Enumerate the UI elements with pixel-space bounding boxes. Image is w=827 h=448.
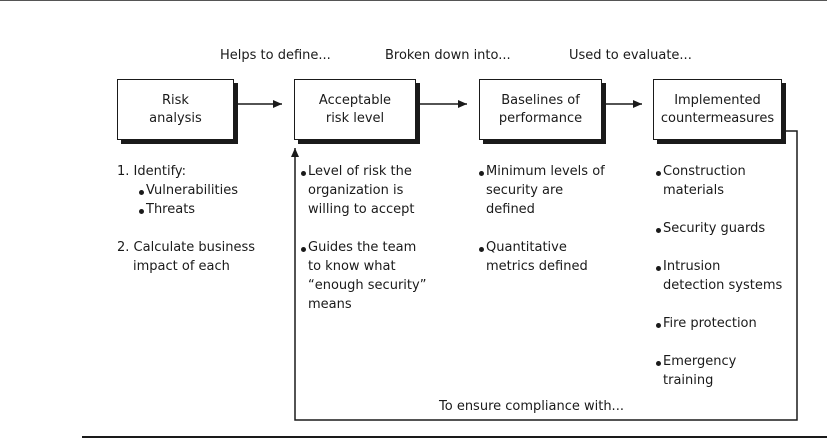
bullet-level-of-risk: Level of risk the organization is willin… [301, 162, 426, 219]
security-guards-text: Security guards [663, 221, 766, 236]
guides-line-4: means [308, 297, 352, 312]
bullet-dot [656, 361, 661, 366]
box-baselines-line-1: Baselines of [501, 92, 580, 108]
minimum-line-2: security are [486, 183, 564, 198]
box-risk-analysis: Risk analysis [117, 79, 234, 140]
box-acceptable-risk-level: Acceptable risk level [294, 79, 416, 140]
bottom-rule [82, 436, 827, 438]
guides-line-3: “enough security” [308, 278, 427, 293]
fire-protection-text: Fire protection [663, 316, 757, 331]
intrusion-line-1: Intrusion [663, 259, 721, 274]
quantitative-line-2: metrics defined [486, 259, 588, 274]
bullet-dot [301, 171, 306, 176]
emergency-line-2: training [663, 373, 714, 388]
bullet-quantitative-metrics: Quantitative metrics defined [479, 238, 605, 276]
box-implemented-line-1: Implemented [674, 92, 761, 108]
baselines-details: Minimum levels of security are defined Q… [479, 162, 605, 276]
intrusion-line-2: detection systems [663, 278, 783, 293]
countermeasures-details: Construction materials Security guards I… [656, 162, 782, 390]
box-acceptable-line-2: risk level [325, 110, 385, 126]
box-risk-analysis-line-2: analysis [149, 110, 202, 126]
bullet-fire-protection: Fire protection [656, 314, 782, 333]
acceptable-risk-details: Level of risk the organization is willin… [301, 162, 426, 314]
minimum-line-3: defined [486, 202, 535, 217]
bullet-threats: Threats [117, 200, 255, 219]
bullet-dot [656, 323, 661, 328]
bullet-vulnerabilities: Vulnerabilities [117, 181, 255, 200]
calculate-line-1: 2. Calculate business [117, 240, 256, 255]
guides-line-2: to know what [308, 259, 396, 274]
bullet-security-guards: Security guards [656, 219, 782, 238]
construction-line-2: materials [663, 183, 725, 198]
bullet-minimum-levels: Minimum levels of security are defined [479, 162, 605, 219]
edge-label-ensure-compliance: To ensure compliance with... [439, 399, 624, 414]
bullet-construction-materials: Construction materials [656, 162, 782, 200]
bullet-dot [656, 228, 661, 233]
bullet-guides-the-team: Guides the team to know what “enough sec… [301, 238, 426, 314]
bullet-dot [479, 247, 484, 252]
box-implemented-countermeasures: Implemented countermeasures [653, 79, 782, 140]
bullet-dot [139, 190, 144, 195]
level-line-1: Level of risk the [308, 164, 412, 179]
box-baselines-of-performance: Baselines of performance [479, 79, 602, 140]
quantitative-line-1: Quantitative [486, 240, 567, 255]
edge-label-broken-down-into: Broken down into... [385, 48, 511, 63]
level-line-2: organization is [308, 183, 404, 198]
edge-label-used-to-evaluate: Used to evaluate... [569, 48, 692, 63]
bullet-intrusion-detection: Intrusion detection systems [656, 257, 782, 295]
edge-label-helps-to-define: Helps to define... [220, 48, 331, 63]
feedback-loop-line [291, 130, 798, 421]
risk-analysis-details: 1. Identify: Vulnerabilities Threats 2. … [117, 162, 255, 276]
bullet-emergency-training: Emergency training [656, 352, 782, 390]
box-baselines-line-2: performance [498, 110, 583, 126]
emergency-line-1: Emergency [663, 354, 737, 369]
construction-line-1: Construction [663, 164, 746, 179]
box-implemented-line-2: countermeasures [660, 110, 775, 126]
identify-heading: 1. Identify: [117, 164, 187, 179]
calculate-line-2: impact of each [133, 259, 230, 274]
minimum-line-1: Minimum levels of [486, 164, 605, 179]
top-rule [0, 0, 827, 1]
bullet-dot [301, 247, 306, 252]
level-line-3: willing to accept [308, 202, 415, 217]
bullet-dot [479, 171, 484, 176]
bullet-vulnerabilities-text: Vulnerabilities [146, 183, 238, 198]
bullet-dot [656, 171, 661, 176]
bullet-dot [656, 266, 661, 271]
guides-line-1: Guides the team [308, 240, 417, 255]
bullet-dot [139, 209, 144, 214]
box-acceptable-line-1: Acceptable [318, 92, 392, 108]
box-risk-analysis-line-1: Risk [162, 92, 189, 108]
bullet-threats-text: Threats [146, 202, 196, 217]
